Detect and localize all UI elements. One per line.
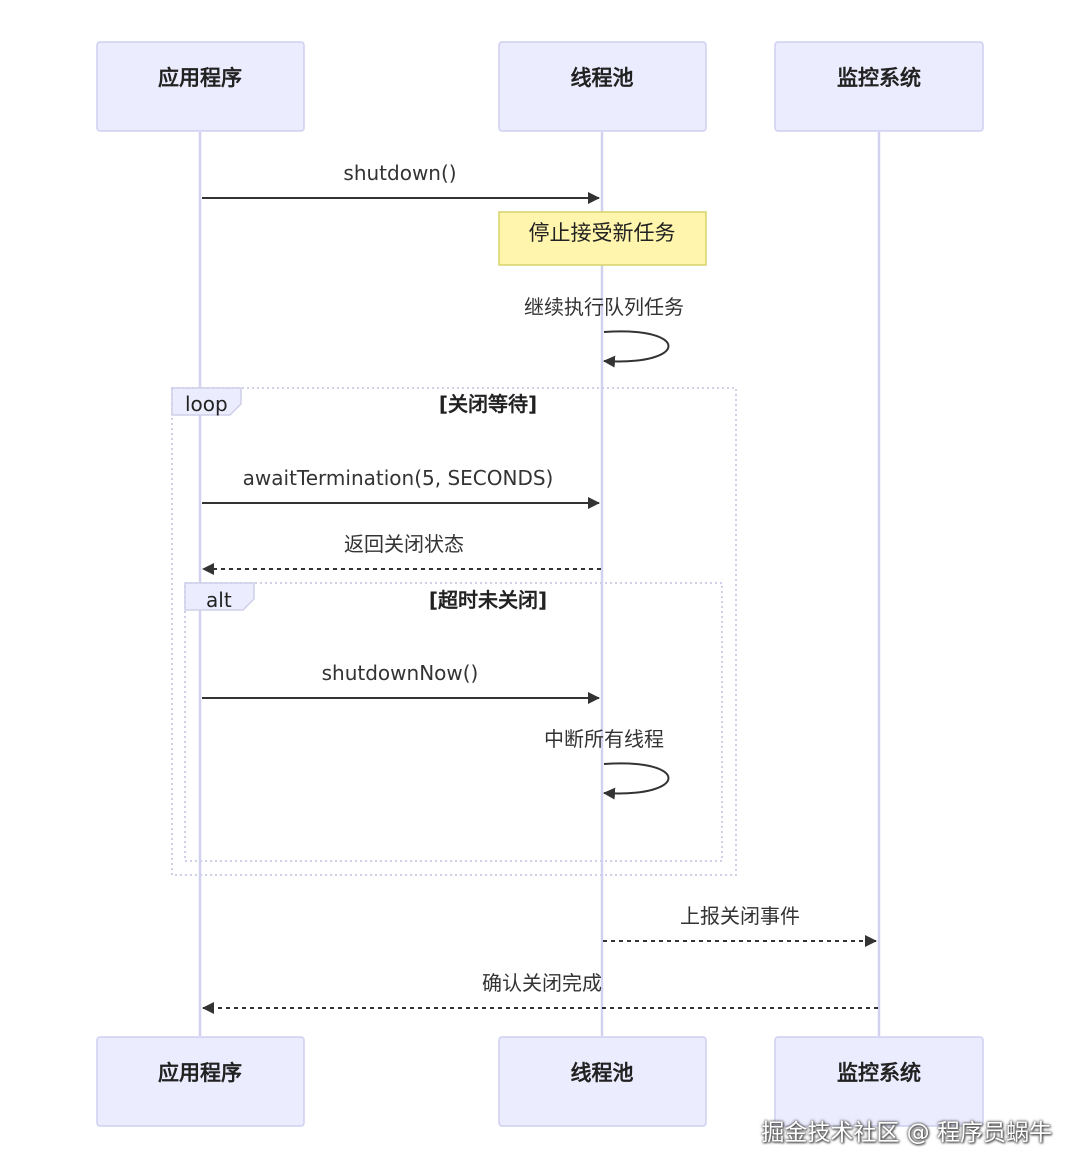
actor-monitor-bottom-label: 监控系统 — [837, 1061, 921, 1085]
actor-pool-bottom: 线程池 — [498, 1036, 707, 1127]
message-confirm-label: 确认关闭完成 — [482, 971, 602, 995]
actor-monitor-label: 监控系统 — [837, 66, 921, 90]
actor-monitor-top: 监控系统 — [774, 41, 984, 132]
actor-pool-label: 线程池 — [571, 66, 634, 90]
actor-pool-bottom-label: 线程池 — [571, 1061, 634, 1085]
alt-frame: alt [超时未关闭] — [184, 582, 723, 862]
actor-app-bottom: 应用程序 — [96, 1036, 305, 1127]
self-message-interrupt-arrow — [603, 762, 670, 800]
loop-frame-label: loop — [185, 392, 228, 416]
note-stop-accepting-text: 停止接受新任务 — [529, 221, 676, 245]
actor-monitor-bottom: 监控系统 — [774, 1036, 984, 1127]
self-message-continue-arrow — [603, 330, 670, 368]
alt-frame-label: alt — [206, 588, 232, 612]
loop-frame: loop [关闭等待] — [171, 387, 737, 876]
message-shutdown-now-label: shutdownNow() — [322, 661, 479, 685]
watermark: 掘金技术社区 @ 程序员蜗牛 — [761, 1120, 1052, 1146]
self-message-continue-label: 继续执行队列任务 — [524, 295, 684, 319]
note-stop-accepting: 停止接受新任务 — [498, 211, 707, 266]
message-shutdown-label: shutdown() — [343, 161, 456, 185]
message-await-label: awaitTermination(5, SECONDS) — [243, 466, 554, 490]
message-return-status-label: 返回关闭状态 — [344, 532, 464, 556]
loop-frame-condition: [关闭等待] — [439, 392, 537, 416]
actor-app-top: 应用程序 — [96, 41, 305, 132]
actor-app-bottom-label: 应用程序 — [158, 1061, 242, 1085]
self-message-interrupt-label: 中断所有线程 — [544, 727, 664, 751]
alt-frame-condition: [超时未关闭] — [429, 588, 547, 612]
message-report-event-label: 上报关闭事件 — [680, 904, 800, 928]
actor-app-label: 应用程序 — [158, 66, 242, 90]
actor-pool-top: 线程池 — [498, 41, 707, 132]
